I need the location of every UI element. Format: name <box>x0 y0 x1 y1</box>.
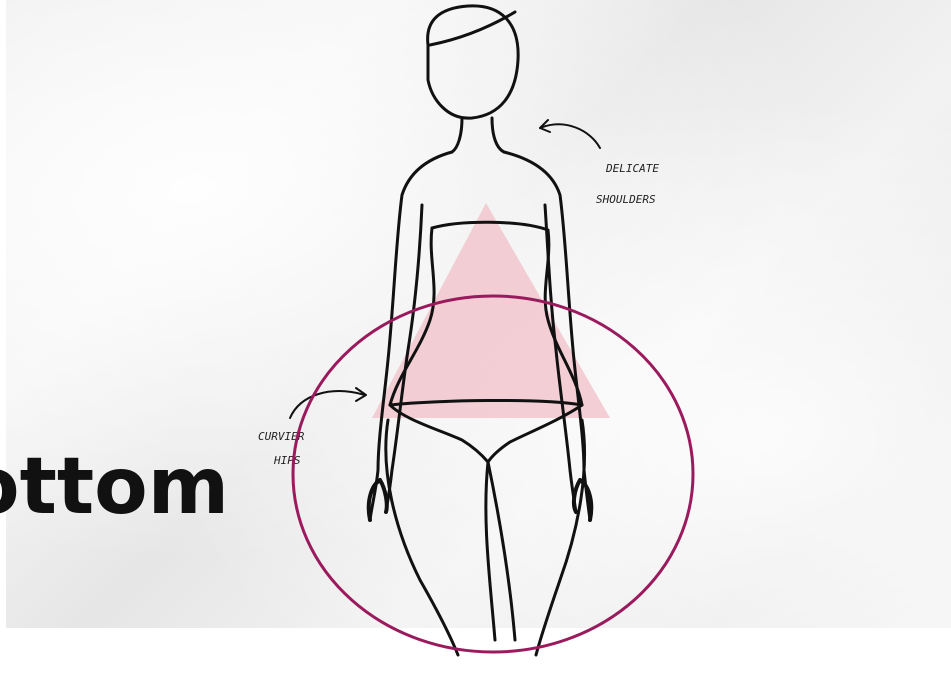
shoulders-arrow <box>540 124 600 148</box>
head-outline <box>428 6 519 118</box>
neck-right <box>492 118 504 152</box>
neck-left <box>452 118 462 152</box>
hips-arrow <box>290 391 365 418</box>
hips-label-line2: HIPS <box>273 454 301 467</box>
right-leg-outer <box>536 420 585 655</box>
left-leg-outer <box>386 420 458 655</box>
hair-stroke <box>430 12 515 45</box>
shoulders-label-line1: DELICATE <box>605 162 659 175</box>
shoulders-label-line2: SHOULDERS <box>596 193 656 206</box>
slide-heading-fragment: ottom <box>0 432 229 542</box>
